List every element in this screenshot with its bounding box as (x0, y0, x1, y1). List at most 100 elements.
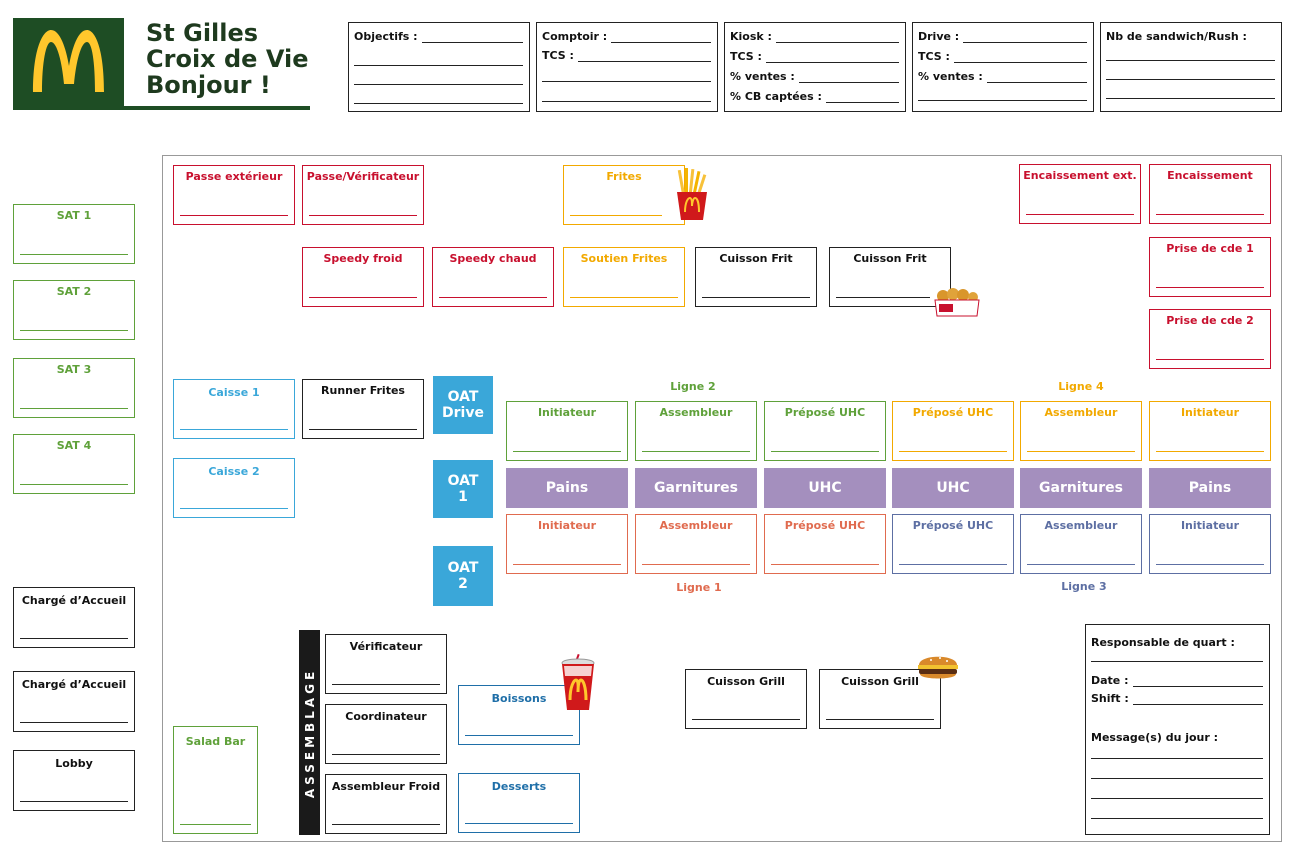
salad-bar-label: Salad Bar (185, 735, 246, 748)
logo (13, 18, 124, 110)
lobby-label: Lobby (55, 757, 93, 770)
passe-exterieur-box[interactable]: Passe extérieur (173, 165, 295, 225)
oat-drive-line-2: Drive (442, 405, 484, 421)
ligne-4-assembleur-box[interactable]: Assembleur (1020, 401, 1142, 461)
ligne-1-assembleur-box[interactable]: Assembleur (635, 514, 757, 574)
assembleur-froid-box[interactable]: Assembleur Froid (325, 774, 447, 834)
prise-cde-2-label: Prise de cde 2 (1166, 314, 1254, 327)
ligne-3-prepose-uhc-label: Préposé UHC (912, 519, 994, 532)
runner-frites-box[interactable]: Runner Frites (302, 379, 424, 439)
sat-3-box[interactable]: SAT 3 (13, 358, 135, 418)
ligne-3-label: Ligne 3 (1061, 580, 1107, 593)
kiosk-ventes-label: % ventes : (730, 70, 795, 83)
band-uhc-right: UHC (892, 468, 1014, 508)
ligne-2-prepose-uhc-label: Préposé UHC (784, 406, 866, 419)
soutien-frites-box[interactable]: Soutien Frites (563, 247, 685, 307)
prise-cde-1-box[interactable]: Prise de cde 1 (1149, 237, 1271, 297)
sat-3-label: SAT 3 (56, 363, 92, 376)
store-line-2: Croix de Vie (146, 45, 309, 73)
ligne-2-assembleur-box[interactable]: Assembleur (635, 401, 757, 461)
cuisson-grill-2-label: Cuisson Grill (841, 675, 919, 688)
encaissement-ext-box[interactable]: Encaissement ext. (1019, 164, 1141, 224)
encaissement-ext-label: Encaissement ext. (1023, 169, 1137, 182)
salad-bar-box[interactable]: Salad Bar (173, 726, 258, 834)
cuisson-frit-2-label: Cuisson Frit (853, 252, 927, 265)
ligne-2-prepose-uhc-box[interactable]: Préposé UHC (764, 401, 886, 461)
caisse-2-box[interactable]: Caisse 2 (173, 458, 295, 518)
kiosk-box[interactable]: Kiosk : TCS : % ventes : % CB captées : (724, 22, 906, 112)
kiosk-label: Kiosk : (730, 30, 772, 43)
kiosk-tcs-label: TCS : (730, 50, 762, 63)
ligne-2-label: Ligne 2 (670, 380, 716, 393)
cuisson-frit-2-box[interactable]: Cuisson Frit (829, 247, 951, 307)
burger-icon (916, 650, 960, 684)
ligne-1-label: Ligne 1 (676, 581, 722, 594)
shift-label: Shift : (1091, 692, 1129, 705)
charge-accueil-1-box[interactable]: Chargé d’Accueil (13, 587, 135, 648)
band-pains-right: Pains (1149, 468, 1271, 508)
encaissement-box[interactable]: Encaissement (1149, 164, 1271, 224)
caisse-2-label: Caisse 2 (208, 465, 260, 478)
ligne-1-prepose-uhc-box[interactable]: Préposé UHC (764, 514, 886, 574)
nuggets-icon (933, 286, 981, 320)
boissons-box[interactable]: Boissons (458, 685, 580, 745)
ligne-4-initiateur-box[interactable]: Initiateur (1149, 401, 1271, 461)
message-label: Message(s) du jour : (1091, 731, 1219, 744)
charge-accueil-2-box[interactable]: Chargé d’Accueil (13, 671, 135, 732)
desserts-box[interactable]: Desserts (458, 773, 580, 833)
speedy-chaud-label: Speedy chaud (449, 252, 537, 265)
coordinateur-box[interactable]: Coordinateur (325, 704, 447, 764)
sat-2-box[interactable]: SAT 2 (13, 280, 135, 340)
ligne-3-initiateur-box[interactable]: Initiateur (1149, 514, 1271, 574)
comptoir-tcs-label: TCS : (542, 49, 574, 62)
store-line-1: St Gilles (146, 19, 259, 47)
oat-1-line-1: OAT (447, 473, 479, 489)
cuisson-grill-1-box[interactable]: Cuisson Grill (685, 669, 807, 729)
drink-cup-icon (556, 653, 600, 712)
speedy-chaud-box[interactable]: Speedy chaud (432, 247, 554, 307)
assembleur-froid-label: Assembleur Froid (331, 780, 441, 793)
oat-2-line-1: OAT (447, 560, 479, 576)
frites-box[interactable]: Frites (563, 165, 685, 225)
objectifs-label: Objectifs : (354, 30, 418, 43)
passe-verificateur-box[interactable]: Passe/Vérificateur (302, 165, 424, 225)
runner-frites-label: Runner Frites (321, 384, 405, 397)
sat-4-box[interactable]: SAT 4 (13, 434, 135, 494)
cuisson-frit-1-box[interactable]: Cuisson Frit (695, 247, 817, 307)
assemblage-label: ASSEMBLAGE (302, 667, 317, 798)
verificateur-box[interactable]: Vérificateur (325, 634, 447, 694)
date-label: Date : (1091, 674, 1129, 687)
objectifs-box[interactable]: Objectifs : (348, 22, 530, 112)
comptoir-box[interactable]: Comptoir : TCS : (536, 22, 718, 112)
cuisson-grill-1-label: Cuisson Grill (707, 675, 785, 688)
sandwich-box[interactable]: Nb de sandwich/Rush : (1100, 22, 1282, 112)
encaissement-label: Encaissement (1167, 169, 1253, 182)
prise-cde-2-box[interactable]: Prise de cde 2 (1149, 309, 1271, 369)
fries-icon (672, 166, 712, 222)
lobby-box[interactable]: Lobby (13, 750, 135, 811)
charge-accueil-1-label: Chargé d’Accueil (21, 594, 127, 607)
oat-1-line-2: 1 (458, 489, 468, 505)
caisse-1-box[interactable]: Caisse 1 (173, 379, 295, 439)
sat-1-box[interactable]: SAT 1 (13, 204, 135, 264)
cuisson-grill-2-box[interactable]: Cuisson Grill (819, 669, 941, 729)
ligne-1-initiateur-box[interactable]: Initiateur (506, 514, 628, 574)
ligne-3-assembleur-box[interactable]: Assembleur (1020, 514, 1142, 574)
ligne-3-prepose-uhc-box[interactable]: Préposé UHC (892, 514, 1014, 574)
band-garnitures-left: Garnitures (635, 468, 757, 508)
ligne-2-initiateur-box[interactable]: Initiateur (506, 401, 628, 461)
responsable-box[interactable]: Responsable de quart : Date : Shift : Me… (1085, 624, 1270, 835)
boissons-label: Boissons (491, 692, 547, 705)
ligne-4-label: Ligne 4 (1058, 380, 1104, 393)
frites-label: Frites (606, 170, 642, 183)
drive-tcs-label: TCS : (918, 50, 950, 63)
drive-box[interactable]: Drive : TCS : % ventes : (912, 22, 1094, 112)
ligne-2-initiateur-label: Initiateur (537, 406, 597, 419)
cuisson-frit-1-label: Cuisson Frit (719, 252, 793, 265)
ligne-4-prepose-uhc-box[interactable]: Préposé UHC (892, 401, 1014, 461)
band-uhc-left: UHC (764, 468, 886, 508)
speedy-froid-box[interactable]: Speedy froid (302, 247, 424, 307)
